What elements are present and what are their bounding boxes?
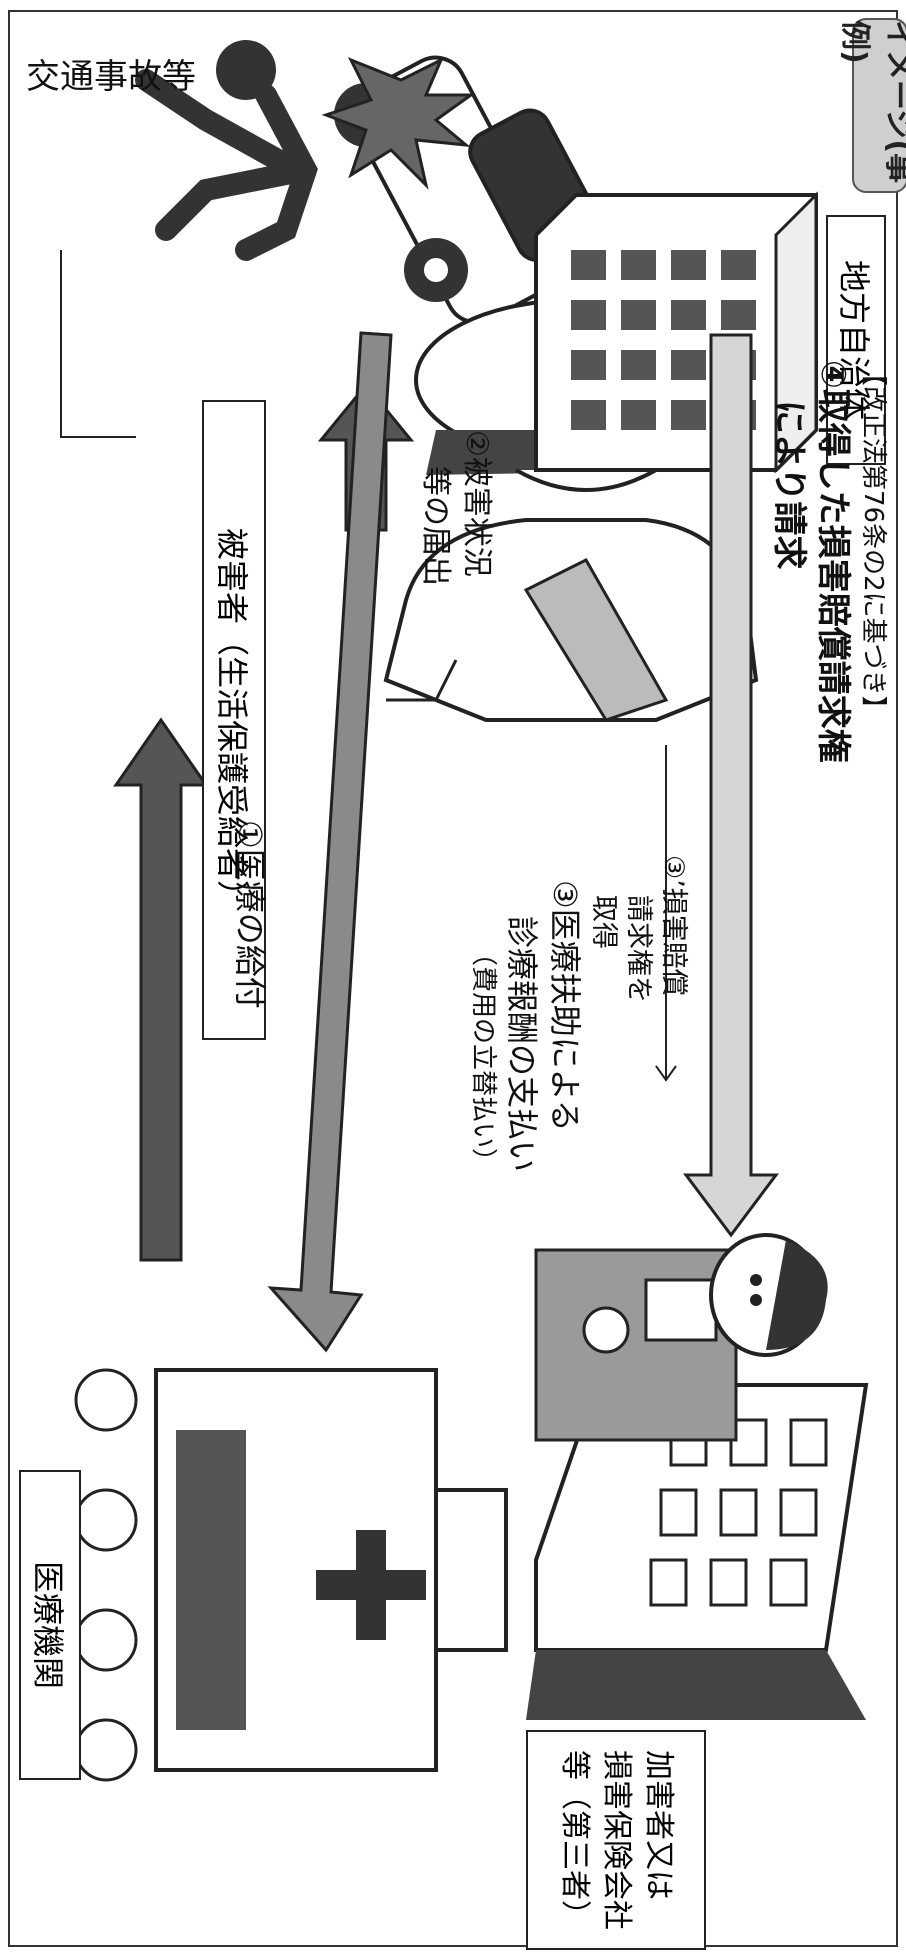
step4-basis: 【改正法第76条の2に基づき】	[858, 360, 888, 722]
step3-label: ③医療扶助による 診療報酬の支払い （費用の立替払い）	[465, 880, 586, 1174]
step2-label: ②被害状況 等の届出	[415, 430, 496, 586]
arrow-medical-provision	[113, 717, 209, 1262]
step3-line1: ③医療扶助による	[546, 880, 584, 1132]
collision-burst-icon	[321, 56, 476, 190]
victim-accident-connector	[60, 250, 136, 438]
medical-label-text: 医療機関	[29, 1560, 67, 1689]
insurer-label-line3: 等（第三者）	[557, 1750, 592, 1930]
insurer-label: 加害者又は 損害保険会社 等（第三者）	[526, 1730, 706, 1950]
accident-label: 交通事故等	[26, 57, 196, 97]
insurer-label-line1: 加害者又は	[641, 1750, 676, 1900]
step2-line2: 等の届出	[418, 466, 454, 586]
step3b-line3: 取得	[587, 895, 619, 949]
arrow-damage-claim	[683, 333, 779, 1238]
medical-label: 医療機関	[19, 1470, 81, 1780]
step3b-line1: ③’損害賠償	[658, 855, 689, 996]
office-building-icon	[526, 1383, 869, 1720]
office-worker-icon	[534, 1233, 828, 1442]
step3-line2: 診療報酬の支払い	[502, 916, 541, 1173]
step3b-line2: 請求権を	[622, 895, 654, 1003]
step1-label: ①医療の給付	[231, 820, 269, 1009]
injured-pedestrian-icon	[135, 40, 318, 261]
insurer-label-line2: 損害保険会社	[599, 1750, 634, 1930]
arrow-acquire-claim-right	[655, 745, 677, 1082]
step3b-label: ③’損害賠償 請求権を 取得	[586, 855, 691, 1003]
step3-line3: （費用の立替払い）	[467, 940, 498, 1175]
hospital-building-icon	[74, 1368, 508, 1782]
arrow-medical-payment	[267, 331, 393, 1353]
step4-line2: により請求	[769, 400, 809, 570]
step2-line1: ②被害状況	[459, 430, 494, 577]
step4-line1: ④取得した損害賠償請求権	[813, 360, 853, 763]
